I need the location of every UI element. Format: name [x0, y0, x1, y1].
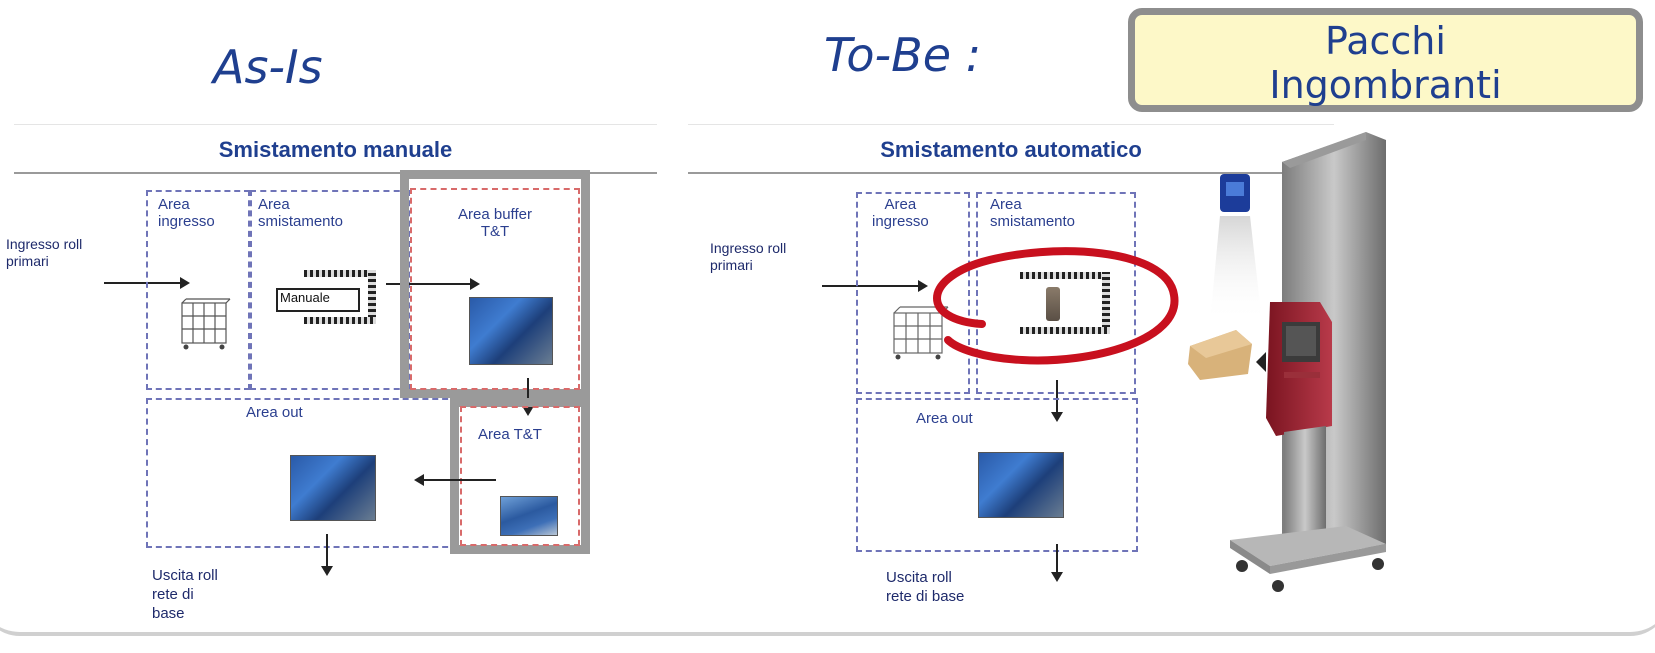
smistamento-to-out-arrow: [1051, 380, 1063, 422]
left-area-out-label: Area out: [246, 404, 303, 421]
manual-label: Manuale: [280, 290, 330, 305]
left-area-tt: [460, 406, 580, 546]
left-area-smistamento-label: Area smistamento: [258, 196, 344, 230]
manual-sorting-station-side: [368, 270, 376, 324]
left-uscita-label: Uscita roll rete di base: [152, 567, 218, 622]
smistamento-to-buffer-arrow: [386, 278, 480, 290]
badge-line-2: Ingombranti: [1269, 63, 1502, 107]
tt-scan-photo: [500, 496, 558, 536]
to-be-heading: To-Be :: [824, 28, 982, 82]
right-uscita-label: Uscita roll rete di base: [886, 569, 965, 605]
right-ingresso-label: Ingresso roll primari: [710, 240, 787, 273]
auto-sorting-station-bottom: [1020, 327, 1110, 334]
manual-label-box: [276, 288, 360, 312]
left-ingresso-label: Ingresso roll primari: [6, 236, 83, 269]
right-out-roll-photo: [978, 452, 1064, 518]
sorting-robot-icon: [1046, 287, 1060, 321]
tt-highlight-frame: [450, 398, 590, 554]
manual-sorting-station-bottom: [304, 317, 376, 324]
left-area-buffer-label: Area buffer T&T: [458, 206, 532, 240]
roll-cage-icon: [181, 298, 231, 350]
left-uscita-arrow: [321, 534, 333, 576]
buffer-to-tt-arrow: [522, 378, 534, 416]
auto-sorting-station-top: [1020, 272, 1110, 279]
right-ingresso-arrow: [822, 280, 928, 292]
left-area-ingresso-label: Area ingresso: [158, 196, 215, 230]
manual-sorting-title: Smistamento manuale: [14, 124, 657, 174]
bulky-parcels-badge: Pacchi Ingombranti: [1128, 8, 1643, 112]
left-area-buffer: [410, 188, 580, 390]
buffer-roll-photo: [469, 297, 553, 365]
manual-sorting-station: [304, 270, 376, 277]
right-uscita-arrow: [1051, 544, 1063, 582]
tt-to-out-arrow: [414, 474, 496, 486]
badge-line-1: Pacchi: [1325, 19, 1446, 63]
slide-frame: [0, 632, 1655, 636]
right-area-out: [856, 398, 1138, 552]
right-area-ingresso: [856, 192, 970, 394]
right-area-ingresso-label: Area ingresso: [872, 196, 929, 230]
automatic-sorting-title: Smistamento automatico: [688, 124, 1334, 174]
left-area-ingresso: [146, 190, 250, 390]
buffer-highlight-frame: [400, 170, 590, 398]
left-area-smistamento: [250, 190, 410, 390]
out-roll-photo: [290, 455, 376, 521]
left-area-tt-label: Area T&T: [478, 426, 542, 443]
right-area-smistamento-label: Area smistamento: [990, 196, 1076, 230]
scanning-kiosk-illustration: [1188, 132, 1386, 592]
right-area-out-label: Area out: [916, 410, 973, 427]
highlight-circle-icon: [933, 247, 1179, 365]
as-is-heading: As-Is: [213, 40, 323, 94]
auto-sorting-station-side: [1102, 272, 1110, 334]
